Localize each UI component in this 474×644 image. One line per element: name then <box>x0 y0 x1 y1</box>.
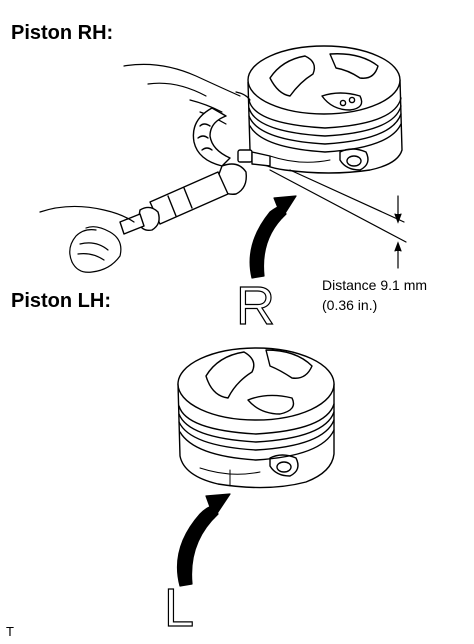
arrow-lh <box>177 493 231 587</box>
hand-upper <box>123 63 251 125</box>
distance-dimension <box>269 169 407 269</box>
piston-lh-heading: Piston LH: <box>11 290 111 312</box>
distance-inch-label: (0.36 in.) <box>322 297 378 313</box>
r-marker: R <box>236 276 275 336</box>
l-marker: L <box>164 578 194 638</box>
hand-lower <box>39 205 135 273</box>
corner-mark: T <box>6 624 14 639</box>
micrometer <box>119 107 271 235</box>
distance-label: Distance 9.1 mm <box>322 277 428 293</box>
piston-lh <box>177 347 335 489</box>
arrow-rh <box>249 195 297 279</box>
piston-rh <box>247 45 403 174</box>
piston-rh-heading: Piston RH: <box>11 22 114 44</box>
